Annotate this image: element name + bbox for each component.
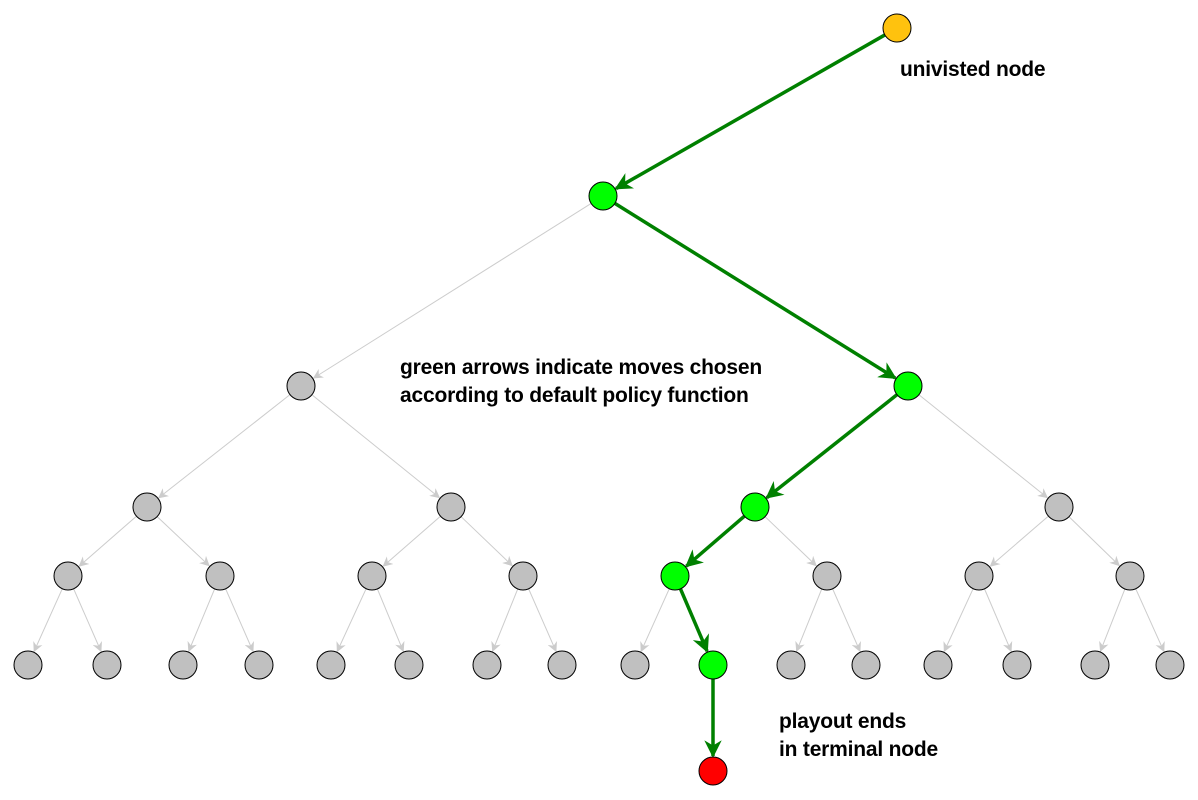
terminal-node [698, 756, 728, 786]
tree-edge-arrow [1135, 588, 1165, 653]
chosen-node [698, 650, 728, 680]
unexplored-node [316, 650, 346, 680]
tree-edge-arrow [78, 515, 137, 567]
tree-edge-arrow [640, 588, 670, 653]
tree-edge-arrow [491, 588, 519, 653]
chosen-move-arrow [685, 514, 746, 568]
unexplored-node [620, 650, 650, 680]
edges [33, 33, 1165, 758]
playout-label-line1: playout ends [779, 710, 907, 733]
unexplored-node [1080, 650, 1110, 680]
unexplored-node [205, 561, 235, 591]
chosen-move-arrow [765, 393, 899, 500]
unexplored-node [92, 650, 122, 680]
policy-label-line2: according to default policy function [400, 384, 749, 407]
tree-edge-arrow [225, 588, 254, 653]
unexplored-node [168, 650, 198, 680]
unvisited-node-label: univisted node [900, 58, 1046, 81]
tree-edge-arrow [158, 394, 291, 499]
unexplored-node [394, 650, 424, 680]
unexplored-node [13, 650, 43, 680]
unexplored-node [776, 650, 806, 680]
unexplored-node [1002, 650, 1032, 680]
tree-edge-arrow [336, 588, 367, 653]
chosen-node [740, 492, 770, 522]
nodes [13, 13, 1185, 786]
chosen-node [660, 561, 690, 591]
unexplored-node [851, 650, 881, 680]
tree-edge-arrow [187, 588, 216, 653]
tree-edge-arrow [33, 588, 63, 653]
tree-edge-arrow [832, 588, 861, 653]
tree-edge-arrow [795, 588, 823, 653]
tree-edge-arrow [528, 588, 557, 653]
tree-edge-arrow [989, 515, 1049, 567]
unexplored-node [964, 561, 994, 591]
unexplored-node [812, 561, 842, 591]
unexplored-node [508, 561, 538, 591]
unexplored-node [923, 650, 953, 680]
playout-label-line2: in terminal node [779, 738, 938, 761]
unexplored-node [132, 492, 162, 522]
tree-edge-arrow [312, 203, 592, 379]
chosen-node [893, 371, 923, 401]
unexplored-node [357, 561, 387, 591]
unexplored-node [547, 650, 577, 680]
tree-edge-arrow [460, 516, 513, 567]
unexplored-node [244, 650, 274, 680]
tree-edge-arrow [943, 588, 974, 653]
unexplored-node [1044, 492, 1074, 522]
tree-edge-arrow [1068, 516, 1120, 567]
unexplored-node [53, 561, 83, 591]
unvisited-node [882, 13, 912, 43]
unexplored-node [286, 371, 316, 401]
tree-edge-arrow [1099, 588, 1126, 652]
unexplored-node [472, 650, 502, 680]
tree-edge-arrow [311, 394, 441, 499]
tree-edge-arrow [156, 516, 210, 567]
chosen-move-arrow [613, 201, 897, 380]
tree-edge-arrow [918, 394, 1049, 499]
tree-edge-arrow [376, 588, 405, 653]
tree-edge-arrow [382, 515, 441, 567]
chosen-move-arrow [678, 588, 709, 653]
tree-edge-arrow [764, 516, 817, 567]
unexplored-node [436, 492, 466, 522]
chosen-node [588, 181, 618, 211]
policy-label-line1: green arrows indicate moves chosen [400, 356, 763, 379]
unexplored-node [1115, 561, 1145, 591]
tree-edge-arrow [73, 588, 102, 653]
chosen-move-arrow [614, 33, 886, 191]
tree-edge-arrow [984, 588, 1013, 653]
unexplored-node [1155, 650, 1185, 680]
